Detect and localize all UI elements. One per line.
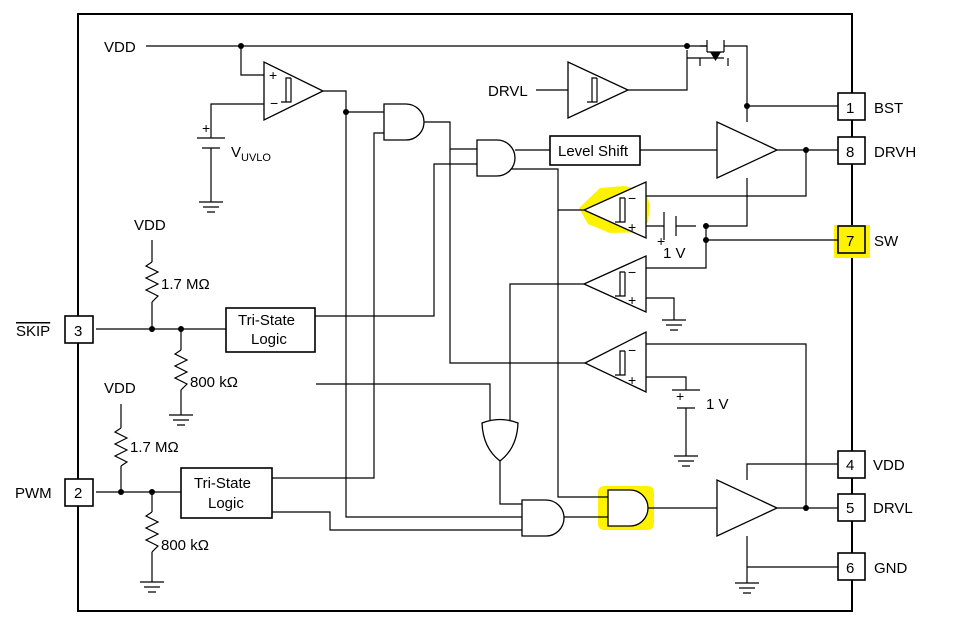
svg-text:−: −: [628, 190, 636, 206]
pin-1-box: [837, 92, 866, 121]
level-shift-label: Level Shift: [558, 143, 629, 160]
vuvlo-source-icon: [197, 137, 225, 160]
pin-7-box: [837, 225, 866, 254]
resistor-icons: [113, 261, 189, 553]
and-gate-3: [521, 499, 565, 537]
pin-1-number: 1: [846, 100, 854, 117]
ground-icons: [140, 201, 759, 594]
polarity-signs: + − + − + + − + − + +: [202, 67, 684, 404]
pin-3-name: SKIP: [16, 323, 50, 340]
wires: [96, 45, 838, 583]
pin-8-name: DRVH: [874, 144, 916, 161]
junction-dots: [118, 43, 809, 511]
pin-4-number: 4: [846, 457, 854, 474]
svg-text:−: −: [628, 264, 636, 280]
pin-8-box: [837, 136, 866, 165]
bootstrap-switch-icon: [687, 40, 729, 66]
vdd-pwm-label: VDD: [104, 380, 136, 397]
svg-text:+: +: [657, 233, 665, 249]
svg-text:−: −: [270, 95, 278, 111]
sw-comparator: [582, 180, 647, 240]
tristate-2-label-line2: Logic: [208, 495, 244, 512]
pin-3-number: 3: [74, 323, 82, 340]
pin-6-name: GND: [874, 560, 908, 577]
pin-4-name: VDD: [873, 457, 905, 474]
svg-text:+: +: [628, 372, 636, 388]
res-pwm-top-label: 1.7 MΩ: [130, 439, 179, 456]
and-gate-4: [607, 489, 649, 527]
uvlo-comparator: [263, 60, 325, 122]
pin-6-box: [837, 552, 866, 581]
pin-3-box: [64, 315, 94, 344]
v-ref-sw-label: 1 V: [663, 245, 686, 262]
pin-2-number: 2: [74, 485, 82, 502]
drvl-internal-label: DRVL: [488, 83, 528, 100]
drvl-buffer: [716, 478, 779, 538]
pin-4-box: [837, 450, 866, 479]
pin-2-name: PWM: [15, 485, 52, 502]
pin-8-number: 8: [846, 144, 854, 161]
tristate-1-label-line2: Logic: [251, 331, 287, 348]
and-gate-2: [476, 139, 516, 177]
tristate-logic-block-pwm: [180, 467, 273, 519]
tristate-1-label-line1: Tri-State: [238, 312, 295, 329]
svg-text:+: +: [202, 120, 210, 136]
and-gate-1: [383, 103, 425, 141]
svg-text:−: −: [628, 342, 636, 358]
drvl-comparator: [583, 330, 647, 394]
pin-7-name: SW: [874, 233, 899, 250]
tristate-logic-block-skip: [225, 307, 316, 353]
svg-text:+: +: [628, 292, 636, 308]
ic-outline: [77, 13, 853, 612]
svg-text:+: +: [676, 388, 684, 404]
vuvlo-label: VUVLO: [231, 144, 271, 164]
tristate-2-label-line1: Tri-State: [194, 475, 251, 492]
res-skip-top-label: 1.7 MΩ: [161, 276, 210, 293]
sw-1v-source-icon: [663, 212, 677, 240]
level-shift-block: [549, 135, 641, 166]
vdd-top-label: VDD: [104, 39, 136, 56]
res-skip-bottom-label: 800 kΩ: [190, 374, 238, 391]
pin-5-box: [837, 493, 866, 522]
zero-cross-comparator: [582, 254, 647, 314]
svg-text:+: +: [269, 67, 277, 83]
drvl-input-buffer: [567, 60, 630, 120]
pin-5-number: 5: [846, 500, 854, 517]
drvh-buffer: [716, 120, 779, 180]
drvl-1v-source-icon: [672, 389, 700, 409]
svg-text:+: +: [628, 219, 636, 235]
pin-2-box: [64, 478, 94, 507]
res-pwm-bottom-label: 800 kΩ: [161, 537, 209, 554]
pin-5-name: DRVL: [873, 500, 913, 517]
pin-6-number: 6: [846, 560, 854, 577]
pin-7-number: 7: [846, 233, 854, 250]
v-ref-drvl-label: 1 V: [706, 396, 729, 413]
or-gate: [481, 418, 519, 462]
vdd-skip-label: VDD: [134, 217, 166, 234]
pin-1-name: BST: [874, 100, 903, 117]
